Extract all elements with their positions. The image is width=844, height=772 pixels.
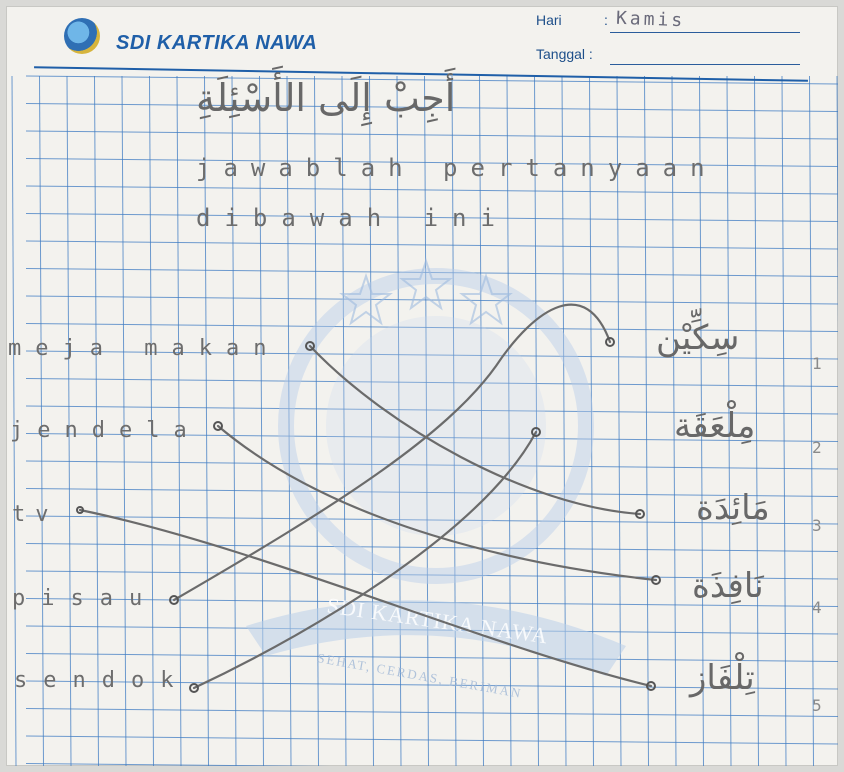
grid-line-vertical bbox=[726, 75, 732, 766]
grid-line-vertical bbox=[671, 75, 677, 766]
grid-line-horizontal bbox=[25, 763, 331, 766]
number-4: 4 bbox=[812, 598, 822, 617]
day-value: Kamis bbox=[615, 7, 686, 32]
number-5: 5 bbox=[812, 696, 822, 715]
grid-line-horizontal bbox=[25, 268, 838, 277]
grid-line-vertical bbox=[66, 75, 72, 766]
instruction-line-2: dibawah ini bbox=[196, 204, 509, 232]
day-label: Hari bbox=[536, 12, 562, 28]
grid-line-horizontal bbox=[25, 295, 838, 305]
right-word-5: تِلْفَاز bbox=[690, 658, 755, 698]
date-label: Tanggal : bbox=[536, 46, 593, 62]
date-underline bbox=[610, 64, 800, 65]
left-word-meja-makan: meja makan bbox=[8, 336, 281, 361]
grid-line-horizontal bbox=[25, 735, 838, 745]
grid-line-horizontal bbox=[25, 708, 838, 717]
grid-line-vertical bbox=[11, 75, 17, 766]
grid-line-horizontal bbox=[25, 185, 838, 195]
right-word-3: مَائِدَة bbox=[696, 488, 770, 528]
grid-line-vertical bbox=[781, 75, 787, 766]
school-logo-icon bbox=[64, 18, 100, 54]
number-2: 2 bbox=[812, 438, 822, 457]
worksheet-header: SDI KARTIKA NAWA Hari : Kamis Tanggal : bbox=[6, 6, 838, 84]
grid-line-horizontal bbox=[25, 158, 838, 167]
right-word-4: نَافِذَة bbox=[692, 566, 764, 606]
grid-line-horizontal bbox=[25, 240, 838, 250]
grid-line-vertical bbox=[809, 75, 814, 766]
grid-line-horizontal bbox=[25, 103, 838, 112]
grid-line-vertical bbox=[699, 75, 704, 766]
grid-background bbox=[11, 75, 838, 766]
left-word-sendok: sendok bbox=[14, 668, 190, 693]
grid-line-horizontal bbox=[25, 378, 838, 387]
grid-line-vertical bbox=[39, 75, 44, 766]
school-name: SDI KARTIKA NAWA bbox=[116, 32, 318, 54]
right-word-1: سِكِّيْن bbox=[656, 318, 740, 358]
grid-line-horizontal bbox=[25, 543, 838, 552]
left-word-pisau: pisau bbox=[12, 586, 159, 611]
day-underline bbox=[610, 32, 800, 33]
worksheet-paper: SDI KARTIKA NAWA Hari : Kamis Tanggal : … bbox=[6, 6, 838, 766]
grid-line-vertical bbox=[754, 75, 759, 766]
right-word-2: مِلْعَقَة bbox=[674, 406, 756, 446]
number-3: 3 bbox=[812, 516, 822, 535]
arabic-instruction: أَجِبْ إِلَى الأَسْئِلَةِ bbox=[196, 76, 456, 120]
grid-line-horizontal bbox=[25, 460, 838, 470]
grid-line-horizontal bbox=[25, 75, 838, 85]
grid-line-horizontal bbox=[25, 130, 838, 140]
grid-line-horizontal bbox=[25, 213, 838, 222]
number-1: 1 bbox=[812, 354, 822, 373]
day-colon: : bbox=[604, 12, 608, 28]
left-word-tv: tv bbox=[12, 502, 59, 527]
grid-line-vertical bbox=[836, 75, 838, 335]
left-word-jendela: jendela bbox=[10, 418, 201, 443]
instruction-line-1: jawablah pertanyaan bbox=[196, 154, 718, 182]
